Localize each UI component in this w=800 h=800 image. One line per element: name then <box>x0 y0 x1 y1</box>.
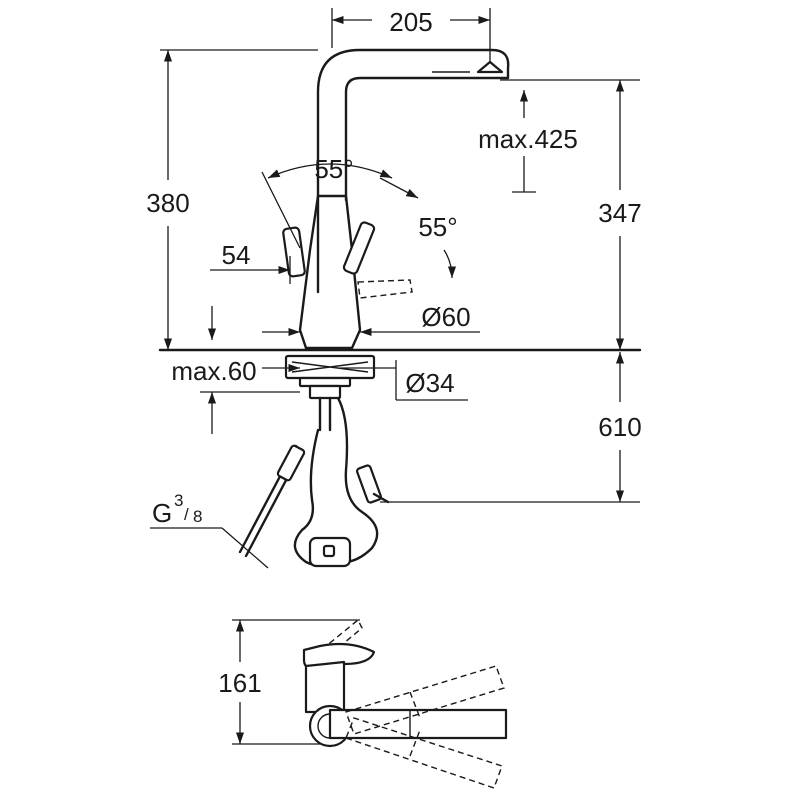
lever-arc <box>443 249 457 279</box>
faucet-elevation <box>150 8 642 569</box>
lever-down-position <box>357 279 413 299</box>
mounting-hardware <box>284 354 376 400</box>
dim-thread-slash: / <box>184 505 189 524</box>
dim-diameter-60: Ø60 <box>421 302 470 332</box>
dim-347: 347 <box>598 198 641 228</box>
connection-hose-right <box>356 464 390 504</box>
dim-thread-g: G <box>152 498 172 528</box>
dim-diameter-34: Ø34 <box>405 368 454 398</box>
dim-205: 205 <box>389 7 432 37</box>
lever-right-position <box>342 221 376 275</box>
dim-max-425: max.425 <box>478 124 578 154</box>
dim-max-60: max.60 <box>171 356 256 386</box>
spray-head-icon <box>476 60 504 74</box>
hose-weight-clip <box>322 544 336 558</box>
dim-thread-num: 3 <box>174 491 183 510</box>
dim-54: 54 <box>222 240 251 270</box>
dim-swivel-55: 55° <box>314 154 353 184</box>
plan-body <box>304 660 346 714</box>
faucet-plan-view <box>232 618 508 789</box>
dim-thread-den: 8 <box>193 507 202 526</box>
dim-380: 380 <box>146 188 189 218</box>
spray-nozzle-detail <box>432 71 470 79</box>
swivel-arc <box>267 163 393 179</box>
spout-body <box>316 48 510 294</box>
plan-spout <box>328 708 508 740</box>
dim-161: 161 <box>218 668 261 698</box>
faucet-column <box>298 194 362 350</box>
dim-lever-55: 55° <box>418 212 457 242</box>
dim-610: 610 <box>598 412 641 442</box>
connection-hose-left <box>238 444 306 558</box>
